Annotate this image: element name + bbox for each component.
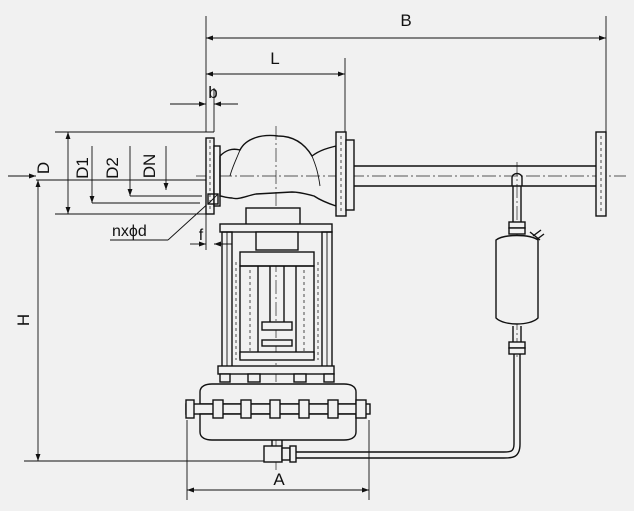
label-a: A xyxy=(273,470,285,489)
sensing-pipe xyxy=(354,131,607,222)
label-d1: D1 xyxy=(73,157,92,179)
label-f: f xyxy=(199,227,204,244)
label-d2: D2 xyxy=(103,157,122,179)
valve-body xyxy=(205,131,355,217)
dimension-f: f xyxy=(190,214,232,250)
dimension-b: B xyxy=(205,11,607,132)
diaphragm-actuator xyxy=(185,383,371,463)
dimension-l: L xyxy=(206,49,346,132)
label-b-small: b xyxy=(208,83,217,102)
condenser-vessel xyxy=(296,221,545,459)
bonnet-yoke xyxy=(217,207,335,383)
label-d: D xyxy=(34,162,53,174)
label-dn: DN xyxy=(140,154,159,179)
label-nxd: nxϕd xyxy=(112,223,147,240)
label-b: B xyxy=(400,11,411,30)
actuator-bolts xyxy=(185,399,367,419)
label-l: L xyxy=(270,49,279,68)
label-h: H xyxy=(14,314,33,326)
dimension-h: H xyxy=(14,179,276,462)
bolt-hole-callout: nxϕd xyxy=(110,199,213,241)
dimension-d-group: D1 D2 DN D xyxy=(8,131,214,215)
dimension-a: A xyxy=(186,420,370,500)
dimension-b-small: b xyxy=(170,83,238,132)
